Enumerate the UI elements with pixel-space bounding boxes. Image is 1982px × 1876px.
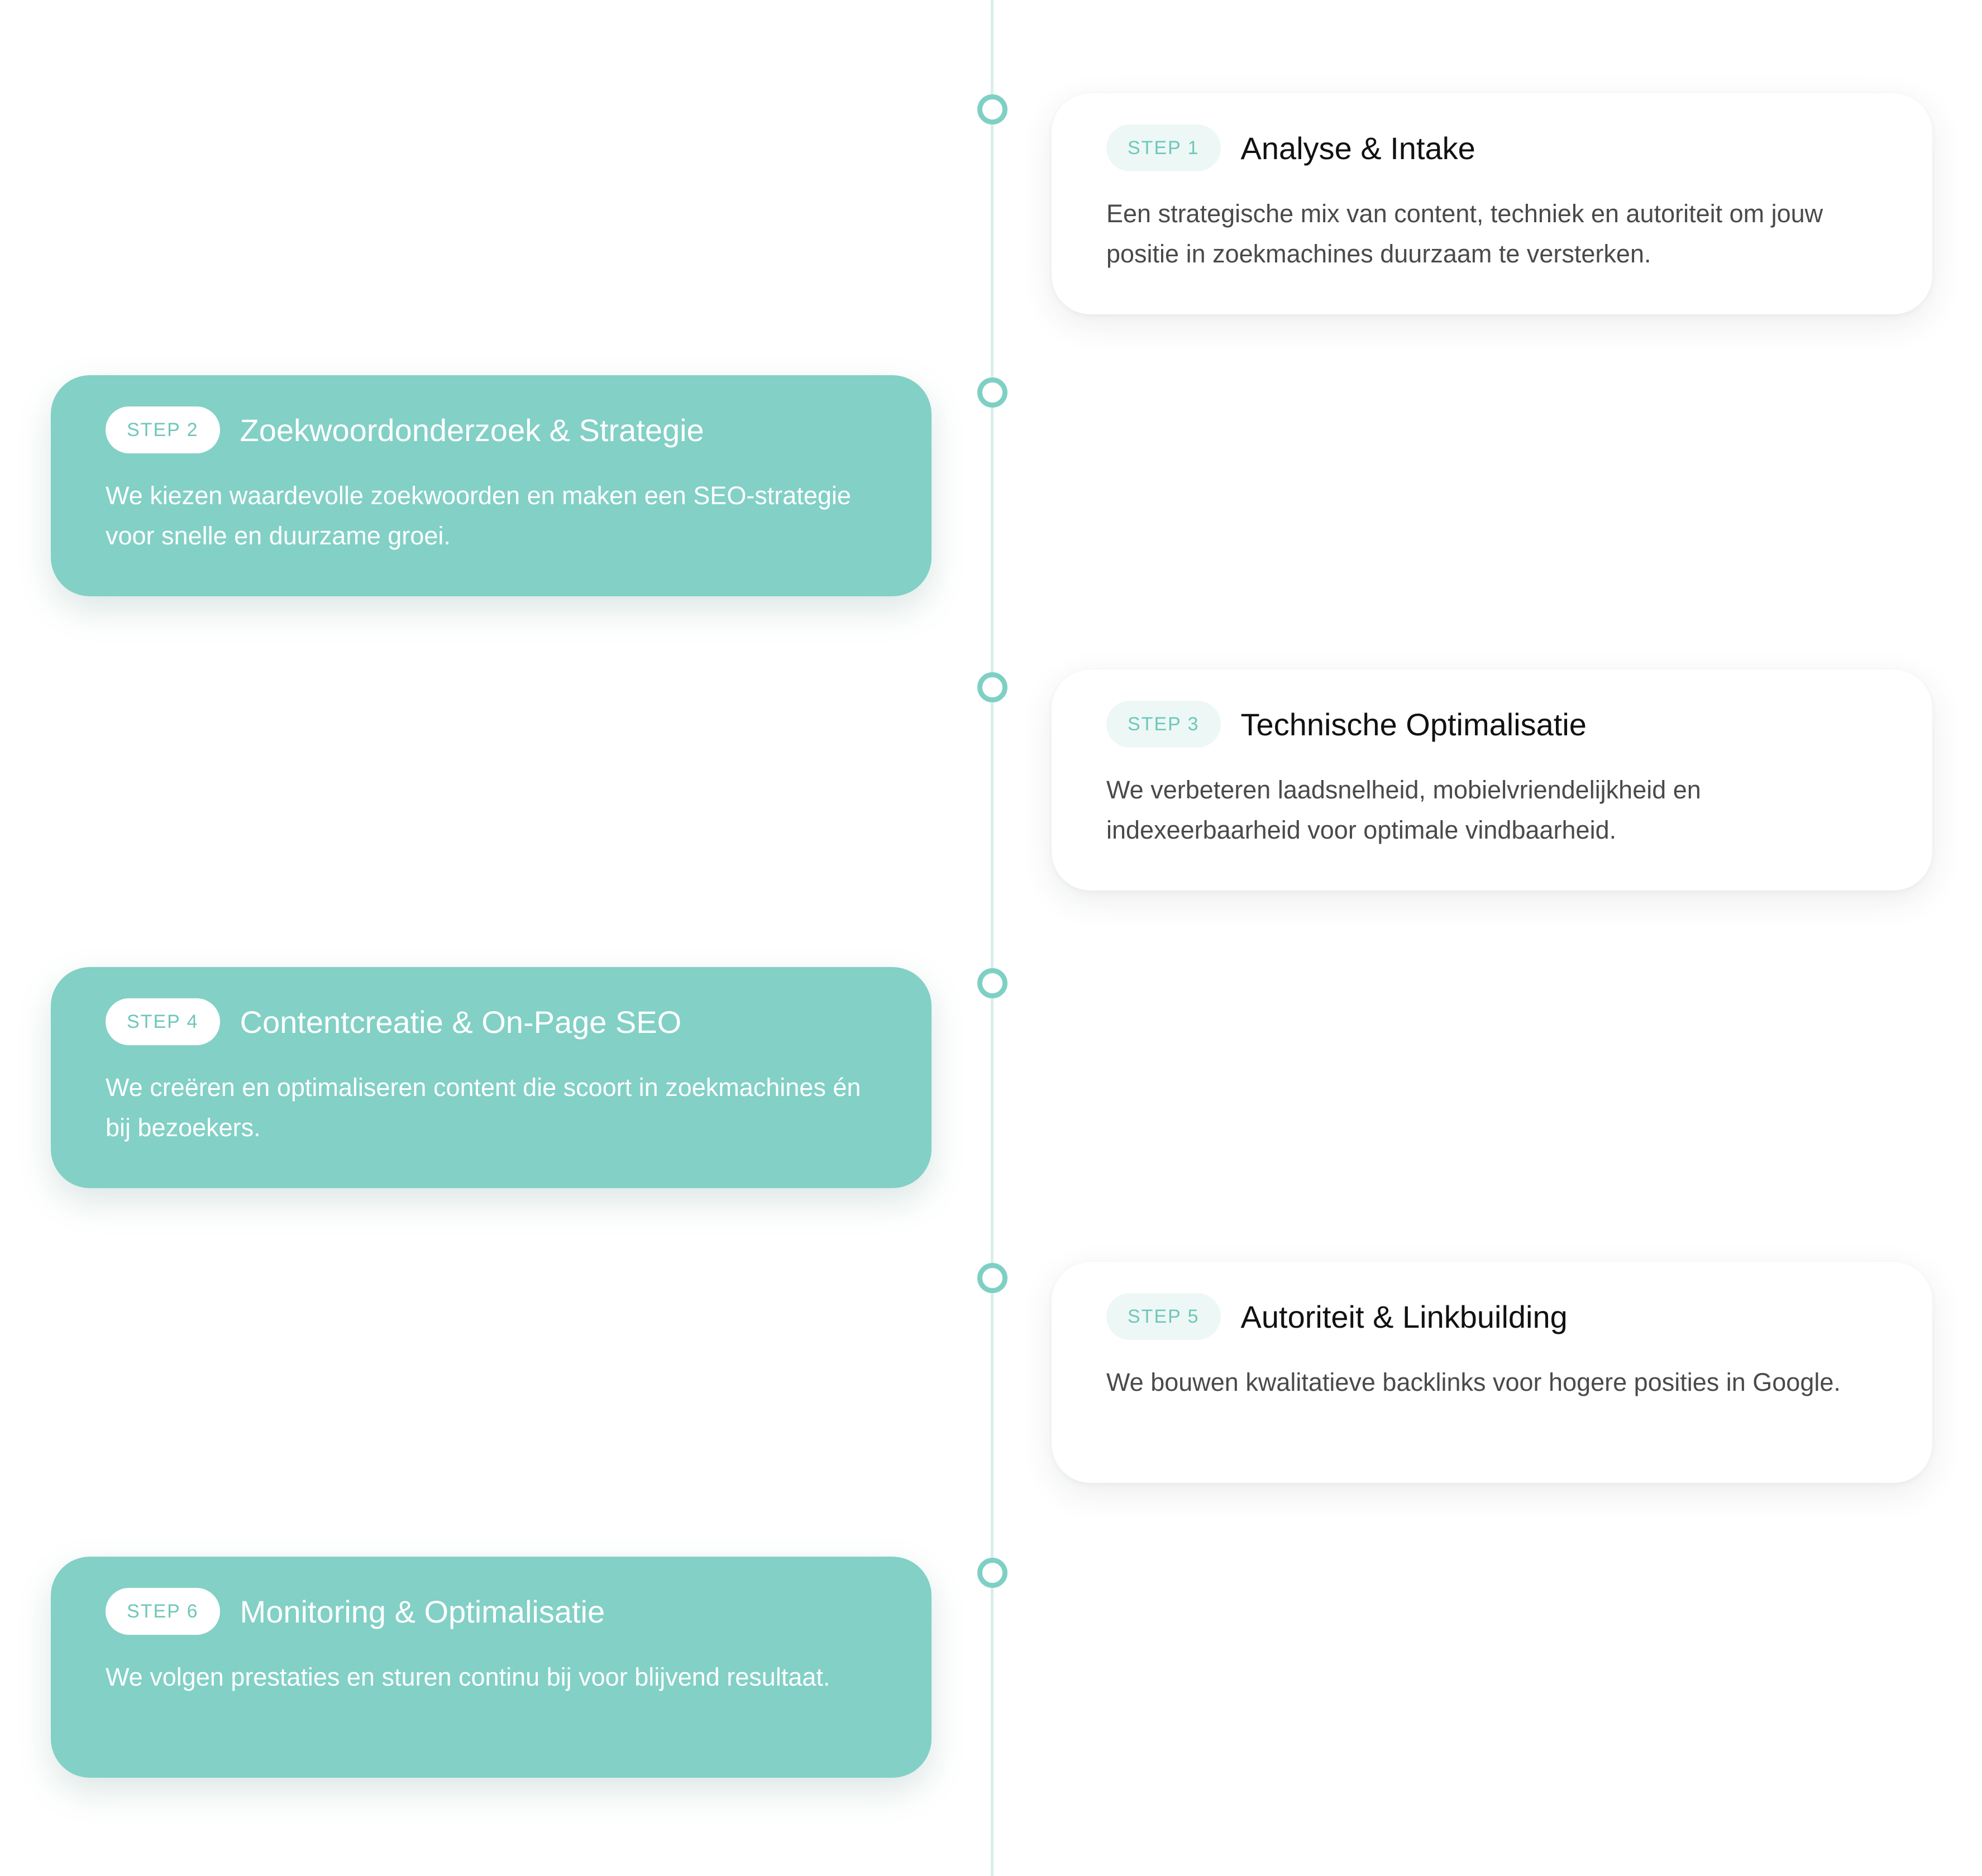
step-description: We volgen prestaties en sturen continu b…: [106, 1663, 830, 1691]
timeline-node-6: [977, 1558, 1007, 1588]
step-badge: STEP 2: [106, 406, 220, 453]
step-title: Autoriteit & Linkbuilding: [1240, 1299, 1568, 1334]
step-description: We kiezen waardevolle zoekwoorden en mak…: [106, 481, 851, 550]
step-title: Technische Optimalisatie: [1240, 706, 1587, 742]
step-card-3: STEP 3 Technische Optimalisatie We verbe…: [1052, 669, 1932, 891]
step-badge: STEP 1: [1106, 125, 1221, 171]
step-card-header: STEP 2 Zoekwoordonderzoek & Strategie: [106, 405, 877, 454]
step-card-2: STEP 2 Zoekwoordonderzoek & Strategie We…: [51, 375, 932, 596]
step-card-6: STEP 6 Monitoring & Optimalisatie We vol…: [51, 1557, 932, 1778]
step-card-header: STEP 4 Contentcreatie & On-Page SEO: [106, 997, 877, 1046]
step-card-4: STEP 4 Contentcreatie & On-Page SEO We c…: [51, 967, 932, 1188]
step-card-header: STEP 6 Monitoring & Optimalisatie: [106, 1587, 877, 1636]
step-title: Contentcreatie & On-Page SEO: [240, 1004, 682, 1040]
timeline-node-1: [977, 94, 1007, 125]
step-card-header: STEP 3 Technische Optimalisatie: [1106, 700, 1878, 749]
timeline-node-3: [977, 672, 1007, 702]
step-badge: STEP 3: [1106, 701, 1221, 748]
timeline-line: [991, 0, 994, 1876]
step-title: Zoekwoordonderzoek & Strategie: [240, 412, 704, 448]
step-description: We bouwen kwalitatieve backlinks voor ho…: [1106, 1368, 1841, 1396]
step-badge: STEP 6: [106, 1588, 220, 1635]
timeline-node-2: [977, 377, 1007, 408]
step-badge: STEP 4: [106, 998, 220, 1045]
step-badge: STEP 5: [1106, 1293, 1221, 1340]
step-card-header: STEP 5 Autoriteit & Linkbuilding: [1106, 1292, 1878, 1341]
step-card-1: STEP 1 Analyse & Intake Een strategische…: [1052, 93, 1932, 314]
step-description: We verbeteren laadsnelheid, mobielvriend…: [1106, 776, 1701, 844]
step-title: Analyse & Intake: [1240, 130, 1475, 166]
timeline-node-4: [977, 968, 1007, 998]
step-card-header: STEP 1 Analyse & Intake: [1106, 123, 1878, 173]
step-description: We creëren en optimaliseren content die …: [106, 1073, 861, 1142]
step-description: Een strategische mix van content, techni…: [1106, 199, 1823, 268]
step-card-5: STEP 5 Autoriteit & Linkbuilding We bouw…: [1052, 1262, 1932, 1483]
step-title: Monitoring & Optimalisatie: [240, 1593, 605, 1629]
timeline-node-5: [977, 1263, 1007, 1293]
